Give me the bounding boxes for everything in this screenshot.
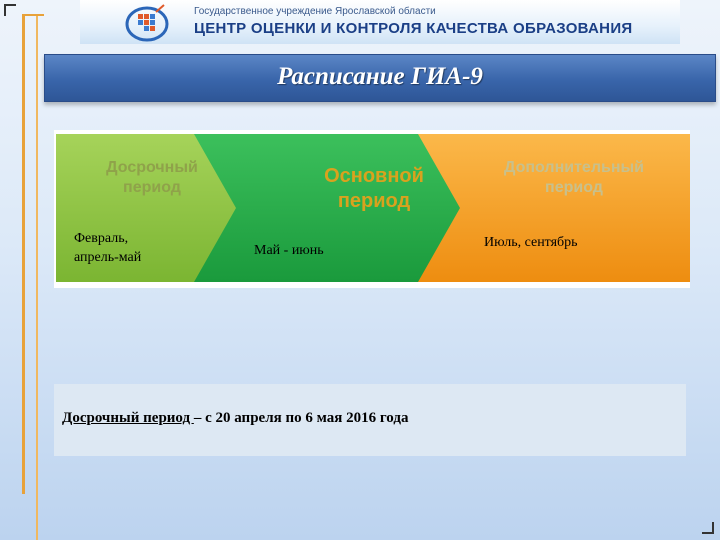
header-title: ЦЕНТР ОЦЕНКИ И КОНТРОЛЯ КАЧЕСТВА ОБРАЗОВ… — [194, 20, 633, 37]
period-arrow-additional — [418, 134, 690, 282]
slide-title-bar: Расписание ГИА-9 — [44, 54, 716, 102]
info-text: Досрочный период – с 20 апреля по 6 мая … — [62, 410, 408, 427]
logo — [125, 4, 169, 42]
info-term: Досрочный период — [62, 410, 194, 426]
corner-mark-top-left — [4, 4, 16, 16]
decorative-line — [22, 14, 44, 16]
info-dates: – с 20 апреля по 6 мая 2016 года — [193, 410, 409, 426]
corner-mark-bottom-right — [702, 522, 714, 534]
info-box: Досрочный период – с 20 апреля по 6 мая … — [54, 384, 686, 456]
period-dates-early: Февраль,апрель-май — [74, 231, 142, 265]
slide-title: Расписание ГИА-9 — [277, 63, 483, 90]
period-dates-main: Май - июнь — [254, 243, 324, 258]
periods-arrows — [56, 134, 690, 282]
period-arrow-main — [194, 134, 468, 282]
period-arrow-early — [56, 134, 244, 282]
header-subtitle: Государственное учреждение Ярославской о… — [194, 6, 436, 17]
decorative-line — [22, 14, 25, 494]
decorative-line — [36, 14, 38, 540]
period-dates-additional: Июль, сентябрь — [484, 235, 578, 250]
header-banner: Государственное учреждение Ярославской о… — [80, 0, 680, 44]
